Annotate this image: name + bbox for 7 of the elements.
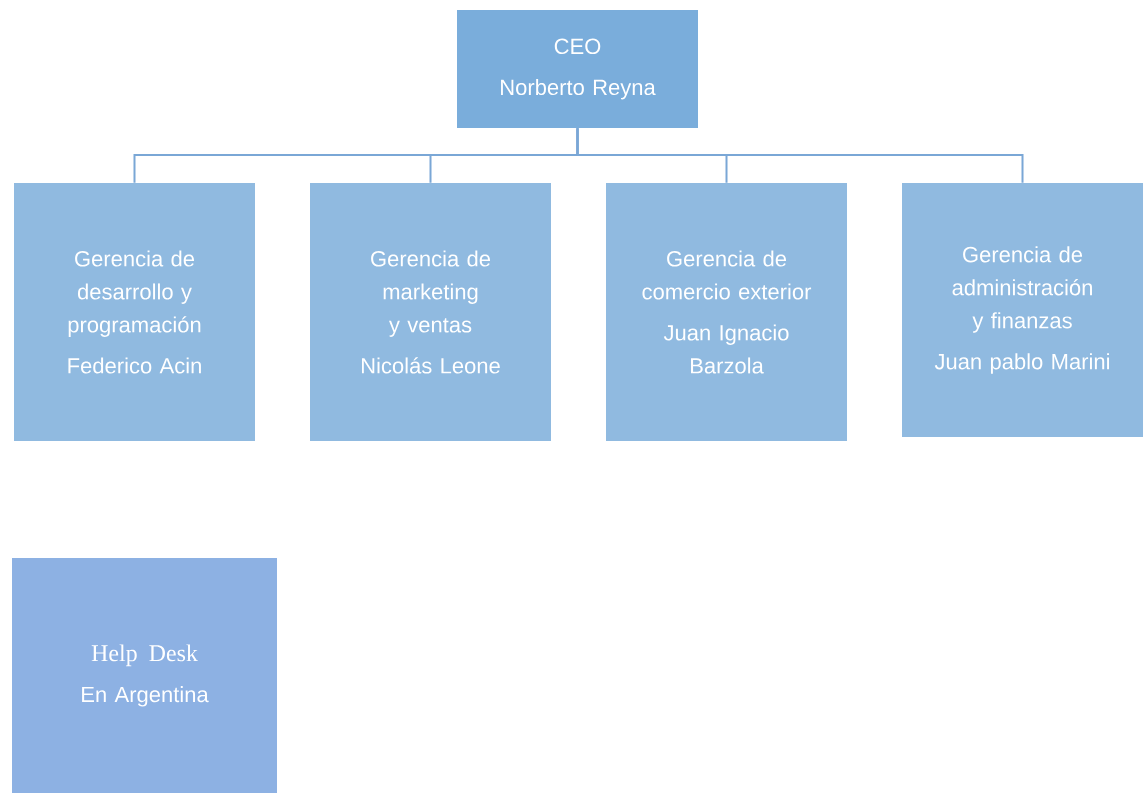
department-box: Gerencia de comercio exterior Juan Ignacio Barzola	[606, 183, 847, 441]
ceo-box: CEO Norberto Reyna	[457, 10, 698, 128]
connector-line	[576, 127, 1024, 184]
department-box: Gerencia de marketing y ventas Nicolás Leone	[310, 183, 551, 441]
department-box: Gerencia de administración y finanzas Juan pablo Marini	[902, 183, 1143, 437]
department-box: Gerencia de desarrollo y programación Federico Acin	[14, 183, 255, 441]
help-desk-box: Help Desk En Argentina	[12, 558, 277, 793]
